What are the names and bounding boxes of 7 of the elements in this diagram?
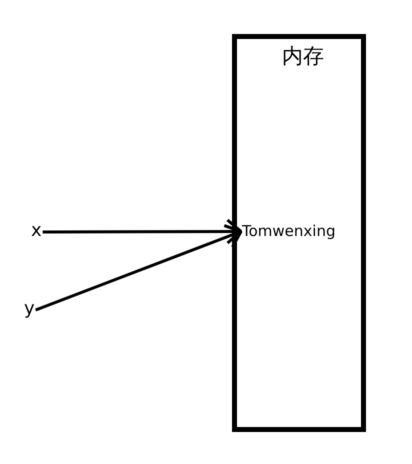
variable-label: y [24,300,35,318]
arrow [42,218,242,245]
container-box [232,34,366,432]
arrow [35,224,242,312]
box-title: 内存 [282,46,324,67]
value-label: Tomwenxing [242,224,336,239]
variable-label: x [31,222,42,240]
